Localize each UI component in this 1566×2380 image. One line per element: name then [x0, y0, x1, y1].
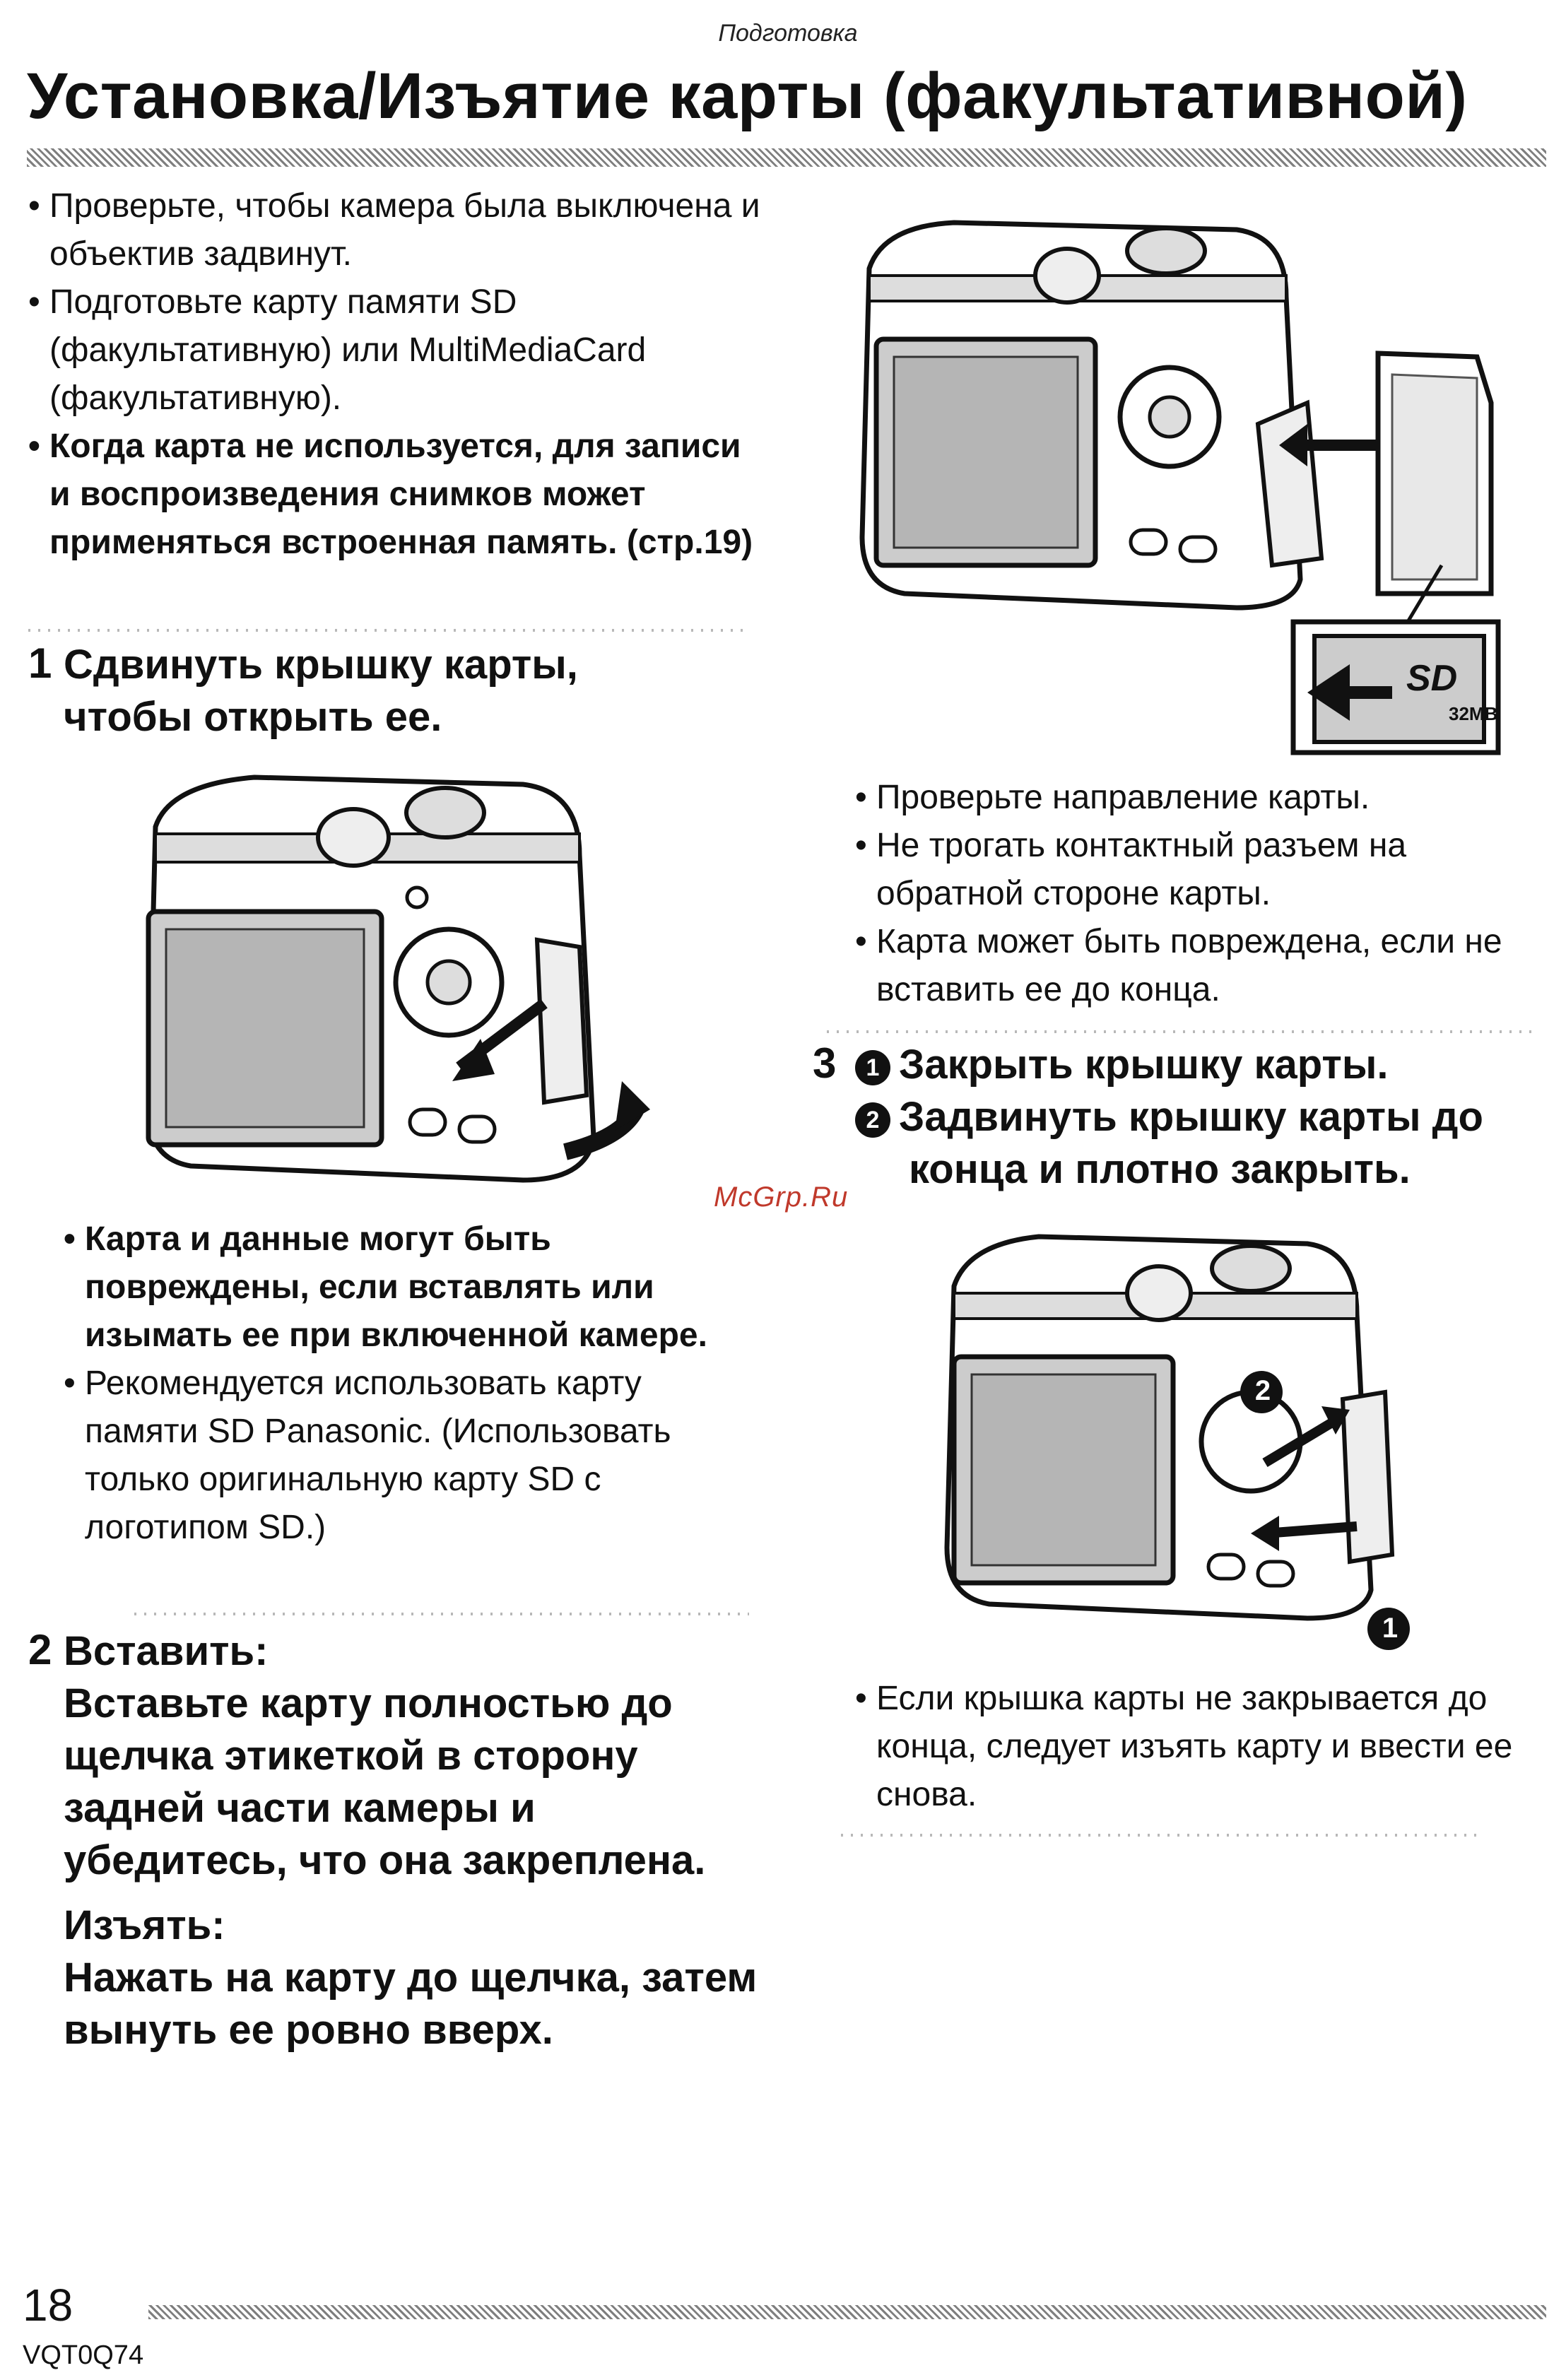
- step-3-sub1-text: Закрыть крышку карты.: [899, 1042, 1389, 1088]
- section-label: Подготовка: [718, 20, 858, 47]
- callout-2: 2: [1254, 1375, 1271, 1406]
- divider: [827, 1030, 1533, 1033]
- card-note: Не трогать контактный разъем на обратной…: [855, 822, 1548, 918]
- camera-close-cover-illustration: [944, 1234, 1410, 1650]
- divider: [28, 629, 749, 632]
- step-3-sub2-text: Задвинуть крышку карты до: [899, 1094, 1483, 1140]
- camera-insert-card-illustration: [859, 220, 1501, 755]
- watermark: McGrp.Ru: [714, 1182, 849, 1213]
- step-1-line: Сдвинуть крышку карты,: [64, 642, 578, 688]
- step-1-line: чтобы открыть ее.: [64, 694, 442, 740]
- callout-1: 1: [1382, 1613, 1399, 1644]
- step-3-marker-1: 1: [855, 1049, 890, 1085]
- sd-card-logo: SD: [1406, 658, 1458, 699]
- step-1-bullet: Рекомендуется использовать карту памяти …: [64, 1360, 763, 1552]
- title-underline: [27, 148, 1546, 167]
- step-1-number: 1: [28, 640, 52, 687]
- step-2-number: 2: [28, 1626, 52, 1673]
- step-3-marker-2: 2: [855, 1102, 890, 1138]
- intro-bullet: Проверьте, чтобы камера была выключена и…: [28, 182, 763, 278]
- step-3-number: 3: [813, 1039, 837, 1087]
- intro-bullet: Подготовьте карту памяти SD (факультатив…: [28, 278, 763, 423]
- document-code: VQT0Q74: [23, 2340, 144, 2370]
- divider: [841, 1834, 1477, 1837]
- camera-open-cover-illustration: [146, 774, 650, 1183]
- step-3-sub2-cont: конца и плотно закрыть.: [909, 1146, 1411, 1192]
- card-notes: Проверьте направление карты. Не трогать …: [855, 774, 1548, 1014]
- page-title: Установка/Изъятие карты (факультативной): [27, 60, 1468, 132]
- card-note: Карта может быть повреждена, если не вст…: [855, 918, 1548, 1014]
- step-1-bold-bullet: Карта и данные могут быть повреждены, ес…: [64, 1215, 763, 1360]
- footer-bar: [148, 2305, 1546, 2319]
- card-note: Проверьте направление карты.: [855, 774, 1548, 822]
- insert-heading: Вставить:: [64, 1628, 269, 1674]
- page-number: 18: [23, 2280, 73, 2331]
- insert-text: Вставьте карту полностью до щелчка этике…: [64, 1680, 706, 1883]
- intro-bold-bullet: Когда карта не используется, для записи …: [28, 423, 763, 567]
- sd-card-capacity: 32MB: [1449, 703, 1498, 724]
- remove-text: Нажать на карту до щелчка, затем вынуть …: [64, 1955, 758, 2053]
- step-3-notes: Если крышка карты не закрывается до конц…: [855, 1675, 1548, 1819]
- divider: [134, 1613, 749, 1615]
- intro-block: Проверьте, чтобы камера была выключена и…: [28, 182, 763, 567]
- step-1-notes: Карта и данные могут быть повреждены, ес…: [64, 1215, 763, 1552]
- step-1-text: Сдвинуть крышку карты, чтобы открыть ее.: [64, 639, 756, 743]
- remove-heading: Изъять:: [64, 1902, 225, 1948]
- step-2-text: Вставить: Вставьте карту полностью до ще…: [64, 1625, 770, 2056]
- step-3-bullet: Если крышка карты не закрывается до конц…: [855, 1675, 1548, 1819]
